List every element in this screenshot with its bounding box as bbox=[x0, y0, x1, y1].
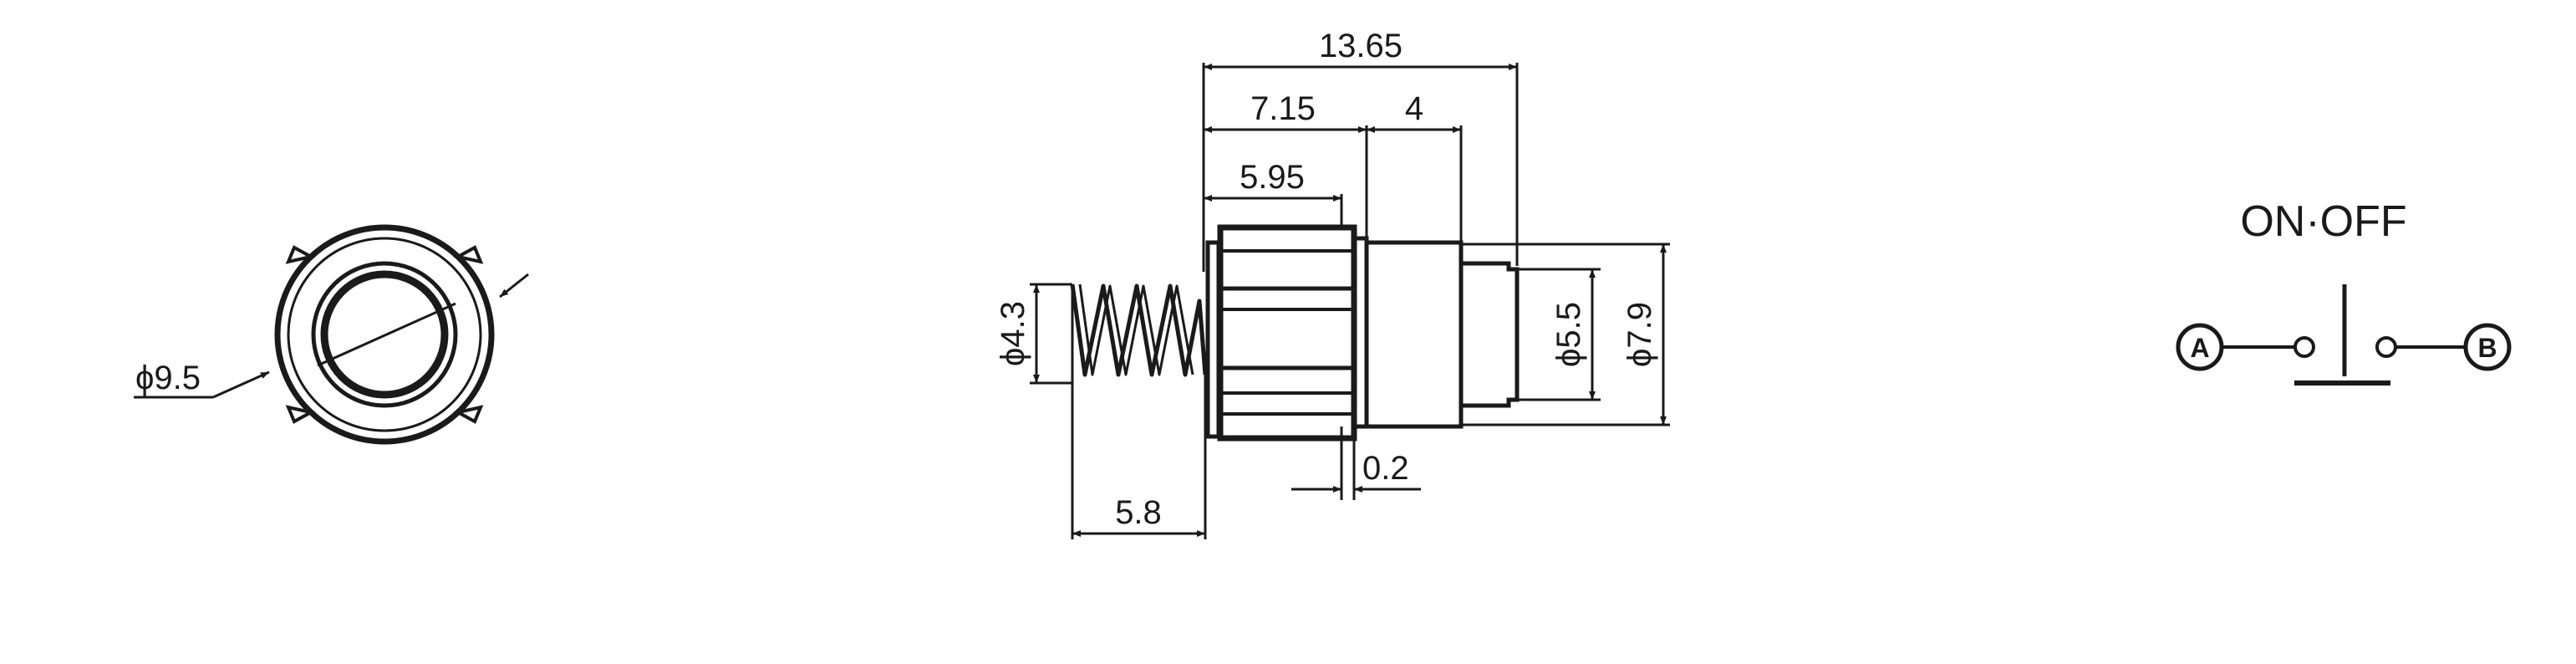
dim-overall-label: 13.65 bbox=[1319, 28, 1403, 64]
mount-flange bbox=[1205, 240, 1221, 439]
plunger bbox=[1461, 261, 1520, 408]
contact-a bbox=[2293, 336, 2315, 358]
front-outer-ring-inner-edge bbox=[287, 237, 482, 432]
front-leader-left bbox=[212, 370, 270, 399]
dim-button-dia-label: ϕ5.5 bbox=[1550, 302, 1587, 367]
dim-nut-label: 5.95 bbox=[1240, 159, 1305, 196]
dim-cap-label: 4 bbox=[1405, 90, 1423, 127]
front-bore-outer bbox=[311, 261, 458, 408]
front-outer-ring bbox=[274, 224, 495, 445]
front-tab-bottom-right bbox=[453, 405, 484, 424]
dim-flange-label: 0.2 bbox=[1362, 450, 1409, 487]
front-tab-top-right bbox=[453, 245, 484, 264]
front-view: ϕ9.5 bbox=[134, 224, 529, 445]
schematic-title: ON·OFF bbox=[2240, 197, 2406, 246]
terminal-b-label: B bbox=[2477, 333, 2497, 363]
side-view: 13.65 7.15 4 5.95 ϕ4.3 5.8 0.2 ϕ5.5 ϕ7.9 bbox=[995, 28, 1670, 539]
spring-shadow bbox=[1078, 283, 1194, 376]
terminal-a-label: A bbox=[2190, 333, 2209, 363]
dim-spring-dia-label: ϕ4.3 bbox=[995, 301, 1031, 366]
switch-schematic: ON·OFF A B bbox=[2176, 197, 2512, 386]
front-bore-inner bbox=[320, 270, 449, 399]
contact-b bbox=[2375, 336, 2397, 358]
dim-body-label: 7.15 bbox=[1250, 90, 1316, 127]
front-tab-top-left bbox=[285, 245, 316, 264]
front-tab-bottom-left bbox=[285, 405, 316, 424]
switch-body bbox=[1364, 240, 1464, 429]
dim-spring-len-label: 5.8 bbox=[1115, 494, 1162, 531]
terminal-b-circle bbox=[2463, 323, 2512, 371]
front-leader-right bbox=[499, 273, 529, 299]
front-diameter-label: ϕ9.5 bbox=[135, 360, 201, 396]
front-diameter-line bbox=[317, 302, 456, 367]
spring bbox=[1070, 283, 1208, 377]
dim-cap-dia-label: ϕ7.9 bbox=[1621, 302, 1658, 367]
knurled-nut bbox=[1217, 224, 1357, 442]
